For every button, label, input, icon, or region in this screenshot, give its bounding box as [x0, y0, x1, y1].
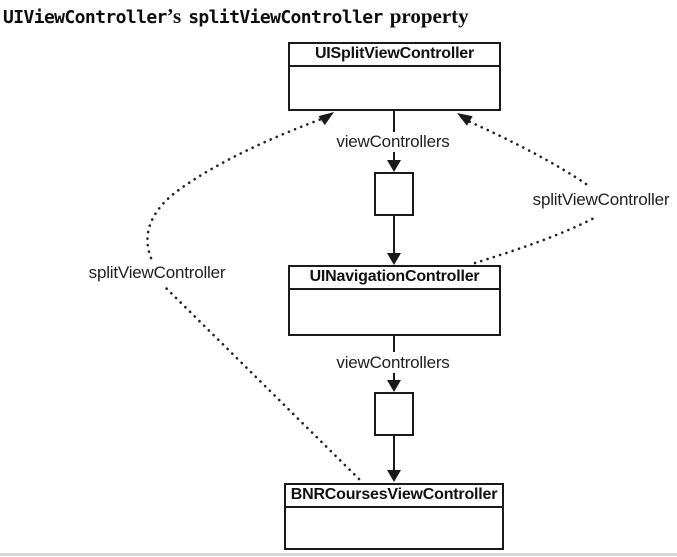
dotted-arrow-splitviewcontroller-left	[146, 112, 361, 481]
arrow-to-uinavigationcontroller	[387, 215, 401, 265]
label-viewcontrollers-1: viewControllers	[336, 132, 450, 151]
class-box-uinavigationcontroller: UINavigationController	[288, 265, 501, 336]
arrow-to-bnrcoursesviewcontroller	[387, 435, 401, 482]
array-square-top	[374, 172, 414, 216]
array-square-bottom	[374, 392, 414, 436]
title-code-uiviewcontroller: UIViewController	[3, 7, 167, 28]
page-bottom-edge	[0, 553, 677, 556]
class-box-title: UISplitViewController	[290, 44, 499, 67]
class-box-title: BNRCoursesViewController	[286, 485, 502, 508]
page-title: UIViewController’s splitViewController pro…	[3, 2, 469, 33]
label-viewcontrollers-2: viewControllers	[336, 353, 450, 372]
title-word-property: property	[389, 4, 469, 28]
class-box-body	[290, 290, 499, 357]
arrow-viewcontrollers-bottom	[387, 336, 401, 392]
class-box-title: UINavigationController	[290, 267, 499, 290]
class-box-body	[290, 67, 499, 132]
class-box-uisplitviewcontroller: UISplitViewController	[288, 42, 501, 111]
title-possessive: ’s	[166, 4, 182, 28]
title-code-splitviewcontroller: splitViewController	[188, 7, 383, 28]
label-splitviewcontroller-right: splitViewController	[532, 190, 670, 209]
dotted-arrow-splitviewcontroller-right	[457, 113, 600, 265]
class-box-body	[286, 508, 502, 557]
label-splitviewcontroller-left: splitViewController	[88, 263, 226, 282]
class-box-bnrcoursesviewcontroller: BNRCoursesViewController	[284, 483, 504, 550]
arrow-viewcontrollers-top	[387, 111, 401, 172]
